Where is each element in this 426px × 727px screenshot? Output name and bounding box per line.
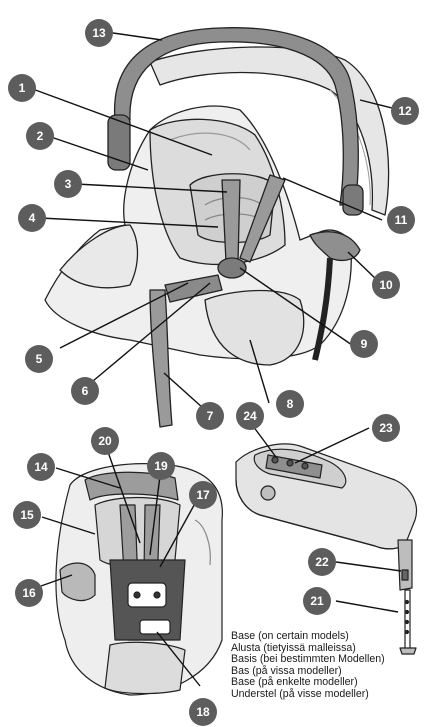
base-caption: Base (on certain models) Alusta (tietyis… [231,631,423,701]
svg-text:3: 3 [65,177,72,191]
svg-text:11: 11 [395,213,408,227]
svg-text:14: 14 [34,460,48,474]
svg-text:13: 13 [92,26,106,40]
callout-10: 10 [372,271,400,299]
callout-4: 4 [18,204,46,232]
callout-15: 15 [13,501,41,529]
svg-text:22: 22 [315,555,329,569]
svg-text:8: 8 [287,397,294,411]
svg-text:5: 5 [36,352,43,366]
callout-18: 18 [189,698,217,726]
base-caption-da: Understel (på visse modeller) [231,689,423,701]
callout-5: 5 [25,345,53,373]
callout-12: 12 [391,97,419,125]
callout-17: 17 [189,481,217,509]
svg-text:10: 10 [379,278,393,292]
callout-9: 9 [350,330,378,358]
callout-23: 23 [372,414,400,442]
side-handle-release [60,563,95,601]
callout-2: 2 [26,122,54,150]
svg-text:4: 4 [29,211,36,225]
svg-text:17: 17 [196,488,210,502]
svg-text:16: 16 [22,586,36,600]
svg-text:6: 6 [82,384,89,398]
callout-22: 22 [308,548,336,576]
callout-16: 16 [15,579,43,607]
svg-text:12: 12 [398,104,412,118]
svg-text:18: 18 [196,705,210,719]
callout-7: 7 [196,402,224,430]
svg-text:21: 21 [310,594,324,608]
harness-buckle [218,258,246,278]
callout-11: 11 [387,206,415,234]
callout-14: 14 [27,453,55,481]
callout-3: 3 [54,170,82,198]
svg-text:9: 9 [361,337,368,351]
callout-20: 20 [91,427,119,455]
svg-text:20: 20 [98,434,112,448]
svg-text:23: 23 [379,421,393,435]
base-caption-en: Base (on certain models) [231,631,423,643]
svg-text:7: 7 [207,409,214,423]
callout-13: 13 [85,19,113,47]
svg-text:24: 24 [243,409,257,423]
callout-6: 6 [71,377,99,405]
svg-text:15: 15 [20,508,34,522]
support-leg [398,540,412,590]
svg-text:2: 2 [37,129,44,143]
callout-19: 19 [147,452,175,480]
svg-text:1: 1 [19,81,26,95]
callout-1: 1 [8,74,36,102]
svg-text:19: 19 [154,459,168,473]
callout-24: 24 [236,402,264,430]
callout-21: 21 [303,587,331,615]
callout-8: 8 [276,390,304,418]
